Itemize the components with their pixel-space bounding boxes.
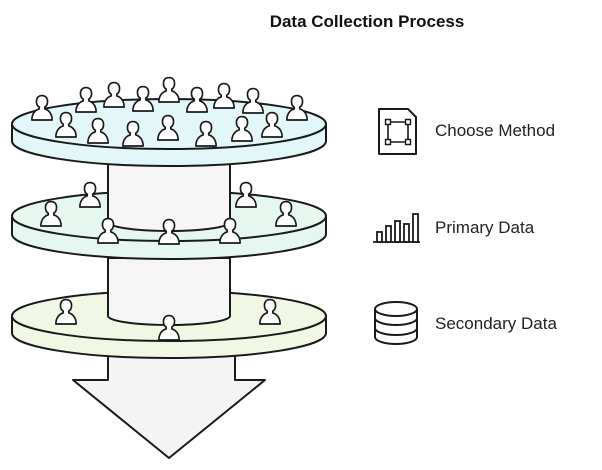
database-icon [374,301,418,345]
legend-label-secondary-data: Secondary Data [435,314,557,333]
person-icon [213,82,235,109]
person-icon [103,81,125,108]
down-arrow [72,351,266,459]
diagram-title: Data Collection Process [269,12,465,31]
legend-label-choose-method: Choose Method [435,121,556,140]
person-icon [158,76,180,103]
legend-label-primary-data: Primary Data [435,218,535,237]
person-icon [75,86,97,113]
document-frame-icon [378,108,417,155]
person-icon [242,87,264,114]
bar-chart-icon [373,213,420,243]
